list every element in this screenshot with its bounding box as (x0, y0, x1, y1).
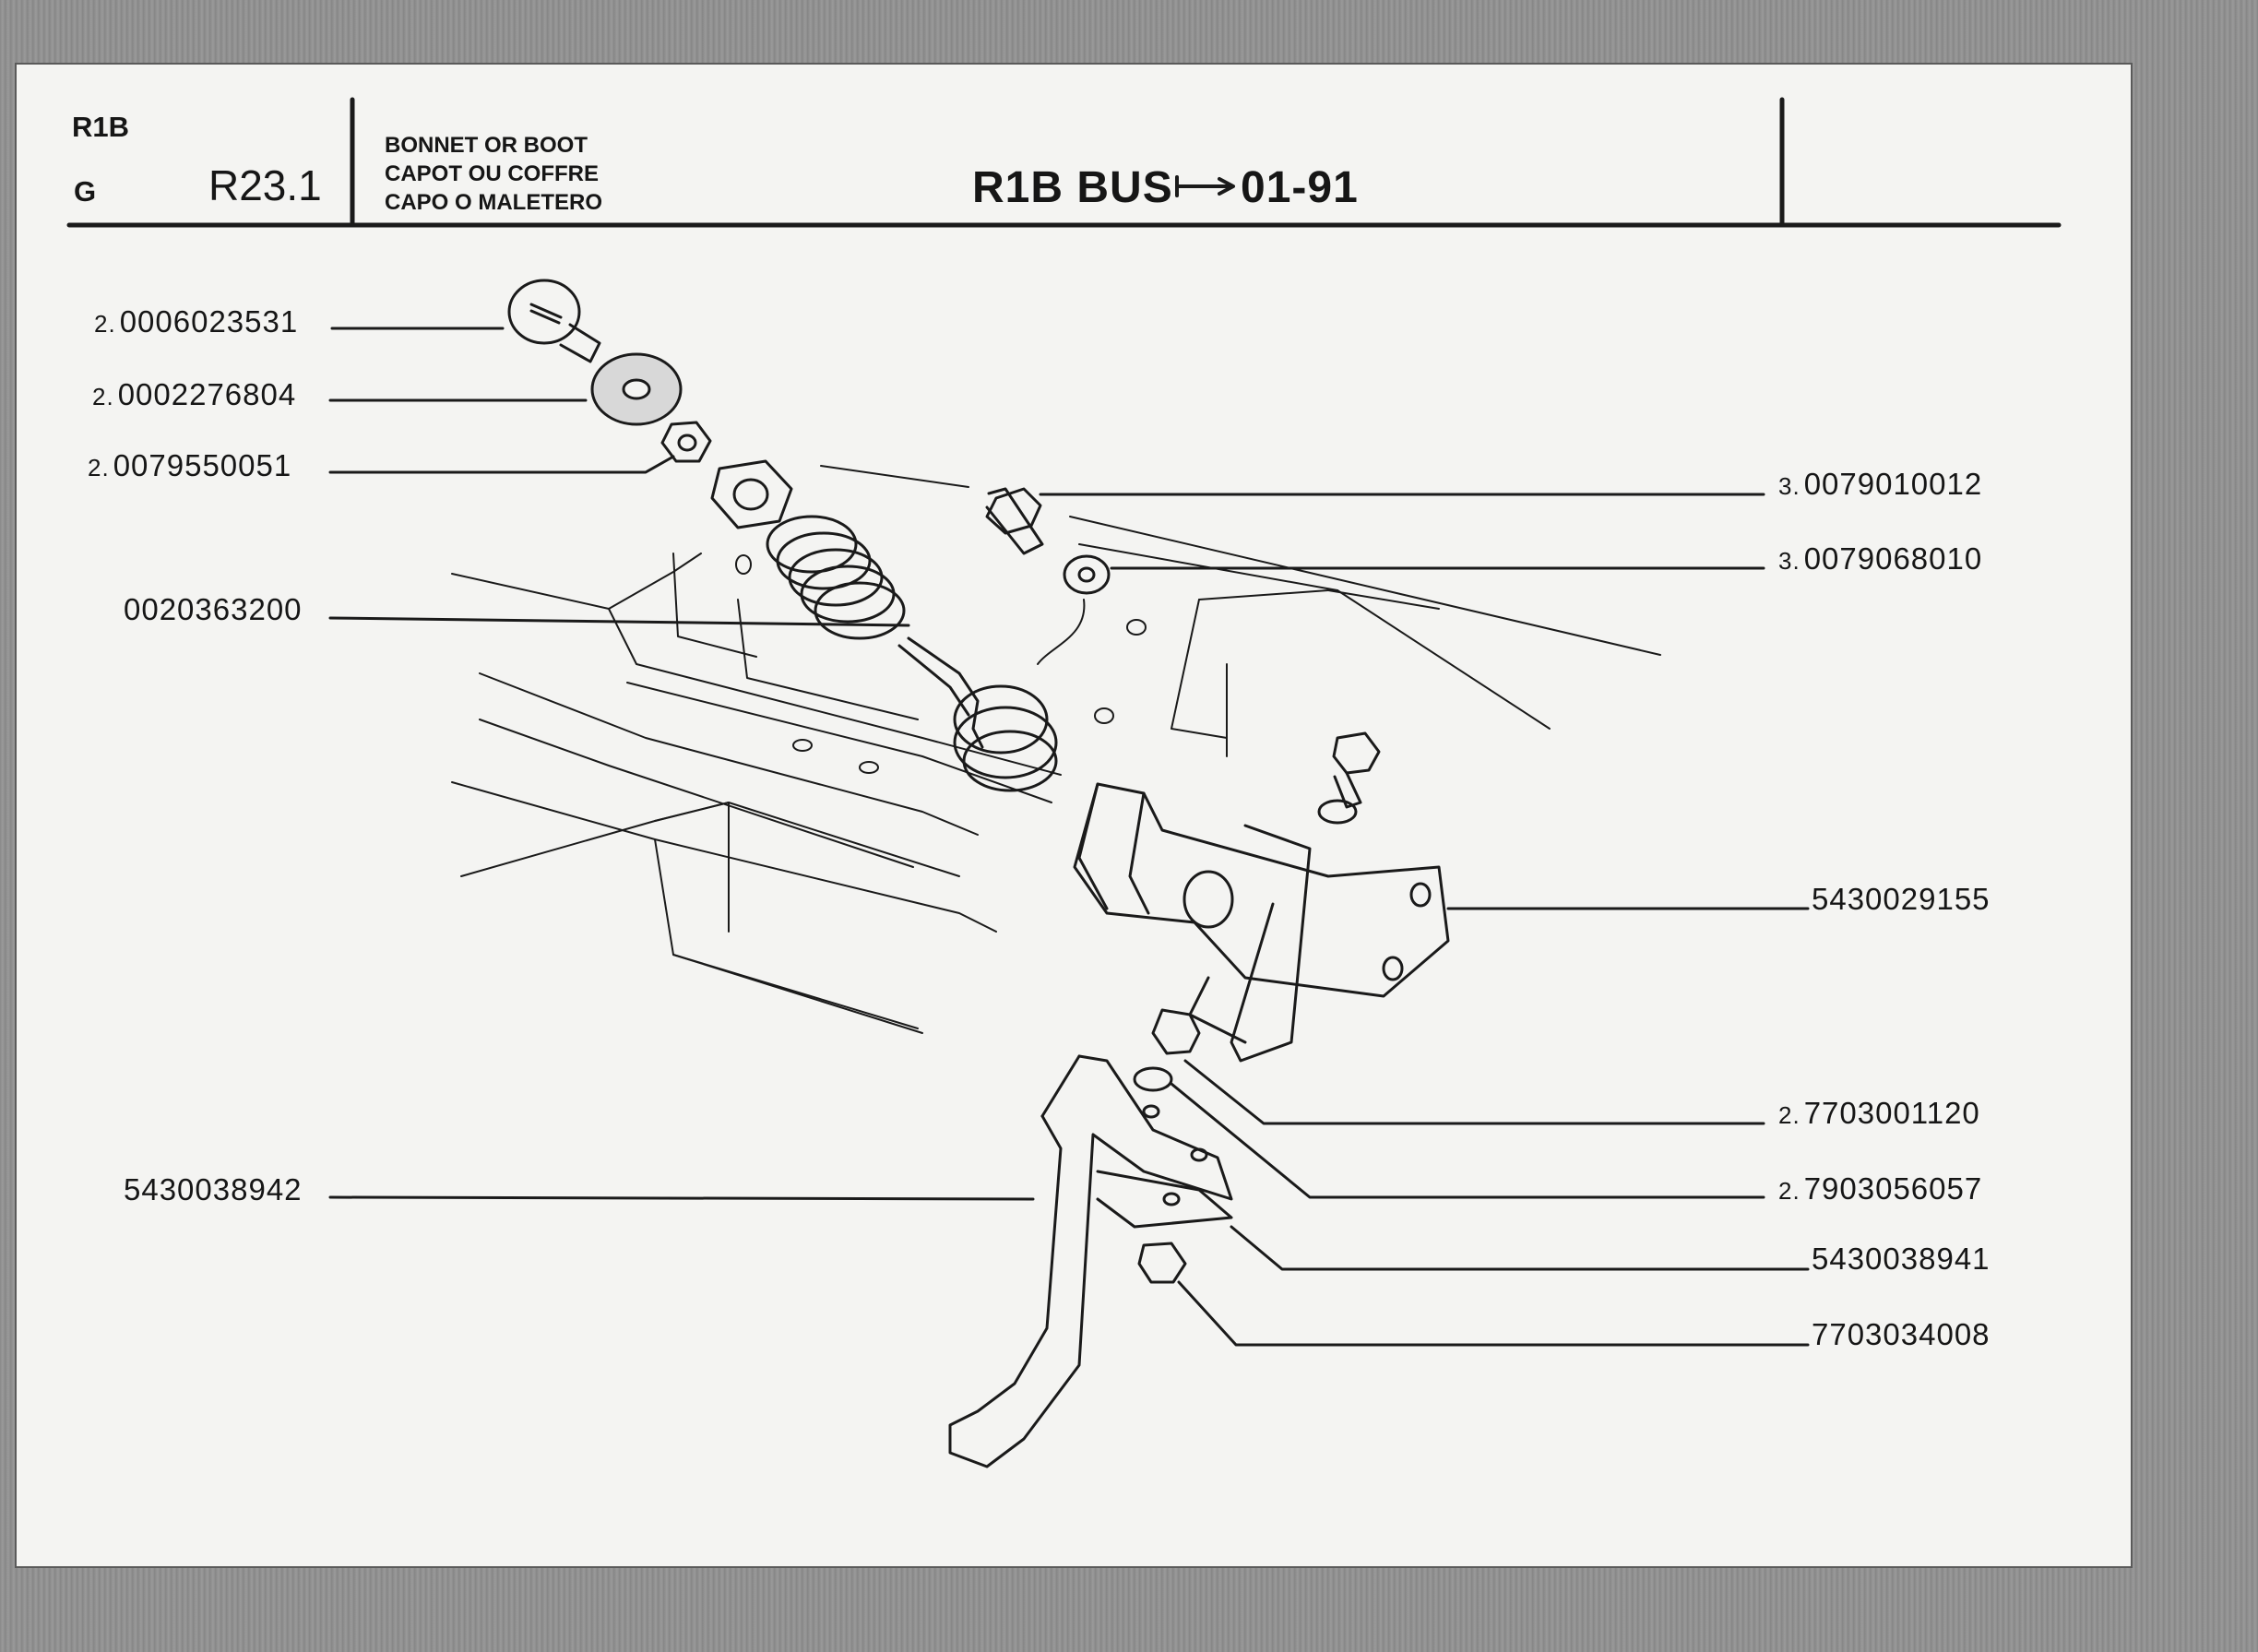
callout-qty: 2. (92, 383, 114, 410)
callout-qty: 2. (88, 454, 110, 481)
callout-5430029155: 5430029155 (1808, 884, 1991, 914)
callout-qty: 2. (94, 310, 116, 338)
section-title-es: CAPO O MALETERO (385, 190, 603, 215)
callout-part-number: 0079550051 (113, 448, 292, 482)
bracket-bolt (1332, 731, 1381, 775)
callout-5430038941: 5430038941 (1808, 1243, 1991, 1274)
callout-0020363200: 0020363200 (120, 594, 303, 624)
model-code: R1B (72, 111, 130, 143)
callout-0079550051: 2.0079550051 (88, 450, 291, 481)
vehicle-title: R1B BUS (972, 163, 1173, 212)
callout-part-number: 0002276804 (117, 377, 297, 411)
fastener-stack (507, 279, 1111, 792)
catalog-sheet (17, 65, 2131, 1566)
small-nut (660, 421, 712, 463)
group-letter: G (74, 175, 97, 208)
callout-0002276804: 2.0002276804 (92, 379, 296, 410)
section-title-en: BONNET OR BOOT (385, 133, 588, 158)
callout-0006023531: 2.0006023531 (94, 306, 298, 337)
washer-upper (1063, 554, 1111, 595)
stop-bolt (907, 636, 984, 749)
callout-0079010012: 3.0079010012 (1778, 469, 1982, 499)
callout-part-number: 5430038941 (1812, 1242, 1991, 1276)
callout-part-number: 7903056057 (1803, 1171, 1983, 1206)
callout-qty: 2. (1778, 1177, 1800, 1205)
callout-part-number: 0079068010 (1803, 541, 1983, 576)
callout-7703001120: 2.7703001120 (1778, 1098, 1980, 1128)
callout-part-number: 0006023531 (119, 304, 299, 339)
callout-5430038942: 5430038942 (120, 1174, 303, 1205)
callout-part-number: 5430038942 (124, 1172, 303, 1206)
bodywork-outline (451, 465, 1661, 1034)
callout-7703034008: 7703034008 (1808, 1319, 1991, 1349)
callout-part-number: 7703034008 (1812, 1317, 1991, 1351)
screw-head (507, 279, 581, 345)
release-lever (948, 1008, 1233, 1468)
bracket-washer (1317, 799, 1358, 825)
leader-lines (328, 327, 1810, 1347)
lever-nut (1137, 1242, 1187, 1284)
page-reference: R23.1 (208, 161, 322, 209)
callout-qty: 3. (1778, 547, 1800, 575)
bolt-upper (985, 487, 1044, 555)
coil-spring (766, 515, 906, 640)
callout-qty: 3. (1778, 472, 1800, 500)
callout-part-number: 0020363200 (124, 592, 303, 626)
callout-part-number: 0079010012 (1803, 467, 1983, 501)
lever-washer (1133, 1066, 1173, 1092)
callout-7903056057: 2.7903056057 (1778, 1173, 1982, 1204)
buffer (953, 684, 1049, 755)
callout-part-number: 5430029155 (1812, 882, 1991, 916)
catch-bracket (1073, 731, 1450, 1063)
callout-part-number: 7703001120 (1803, 1096, 1980, 1130)
validity-date: 01-91 (1241, 163, 1359, 212)
section-title-fr: CAPOT OU COFFRE (385, 161, 599, 186)
callout-0079068010: 3.0079068010 (1778, 543, 1982, 574)
lever-bolt (1151, 1008, 1201, 1055)
validity-arrow (1175, 175, 1235, 197)
callout-qty: 2. (1778, 1101, 1800, 1129)
large-nut (710, 459, 793, 529)
